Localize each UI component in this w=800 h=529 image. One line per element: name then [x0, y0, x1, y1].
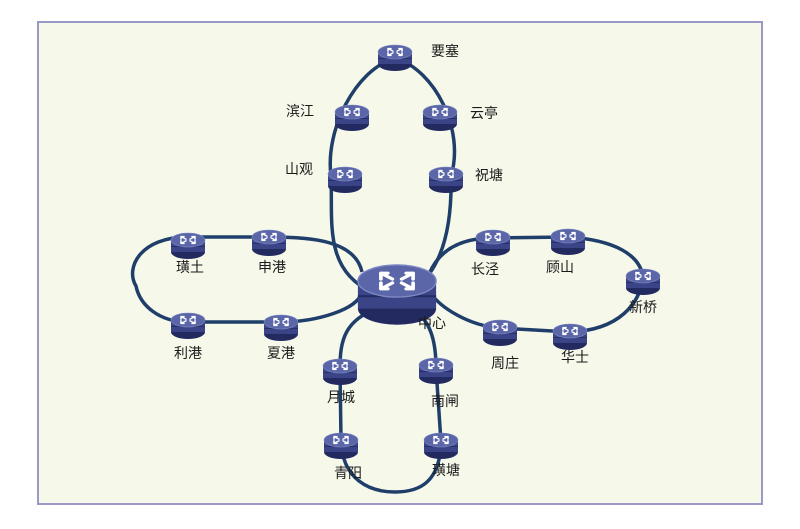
node-label-zhongxin: 中心	[418, 316, 446, 332]
router-icon-nanzha	[418, 357, 454, 384]
ring-west-link	[130, 235, 364, 324]
node-label-xinqiao: 新桥	[629, 300, 657, 316]
router-icon-zhouzhuang	[482, 319, 518, 346]
routers-layer	[170, 44, 661, 459]
node-label-nanzha: 南闸	[431, 394, 459, 410]
ring-east-link	[428, 235, 645, 334]
node-label-huashi: 华士	[561, 350, 589, 366]
router-icon-yuecheng	[322, 358, 358, 385]
ring-south-link	[338, 306, 443, 494]
node-label-yuecheng: 月城	[327, 390, 355, 406]
router-icon-gushan	[550, 228, 586, 255]
router-icon-yaosai	[377, 44, 413, 71]
node-label-huangtang: 璜塘	[432, 463, 460, 479]
diagram-frame	[37, 21, 763, 505]
node-label-shengang: 申港	[258, 260, 286, 276]
router-icon-xinqiao	[625, 268, 661, 295]
node-label-changjing: 长泾	[471, 262, 499, 278]
router-icon-ligang	[170, 312, 206, 339]
node-label-qingyang: 青阳	[334, 466, 362, 482]
node-label-yaosai: 要塞	[431, 43, 459, 60]
node-label-shanguan: 山观	[285, 162, 313, 178]
router-icon-qingyang	[323, 432, 359, 459]
router-icon-xiagang	[263, 314, 299, 341]
router-icon-zhutang	[428, 166, 464, 193]
node-label-yunting: 云亭	[470, 105, 498, 122]
router-icon-changjing	[475, 229, 511, 256]
router-icon-zhongxin	[357, 264, 437, 325]
router-icon-shanguan	[327, 166, 363, 193]
node-label-zhouzhuang: 周庄	[491, 355, 519, 372]
router-icon-shengang	[251, 229, 287, 256]
router-icon-yunting	[422, 104, 458, 131]
router-icon-huangtang	[423, 432, 459, 459]
node-label-huangtu: 璜土	[176, 260, 204, 276]
node-label-xiagang: 夏港	[267, 346, 295, 362]
router-icon-huangtu	[170, 232, 206, 259]
node-label-binjiang: 滨江	[286, 104, 314, 120]
node-label-gushan: 顾山	[546, 260, 574, 276]
router-icon-huashi	[552, 323, 588, 350]
node-label-ligang: 利港	[174, 346, 202, 362]
node-label-zhutang: 祝塘	[475, 168, 503, 184]
router-icon-binjiang	[334, 104, 370, 131]
